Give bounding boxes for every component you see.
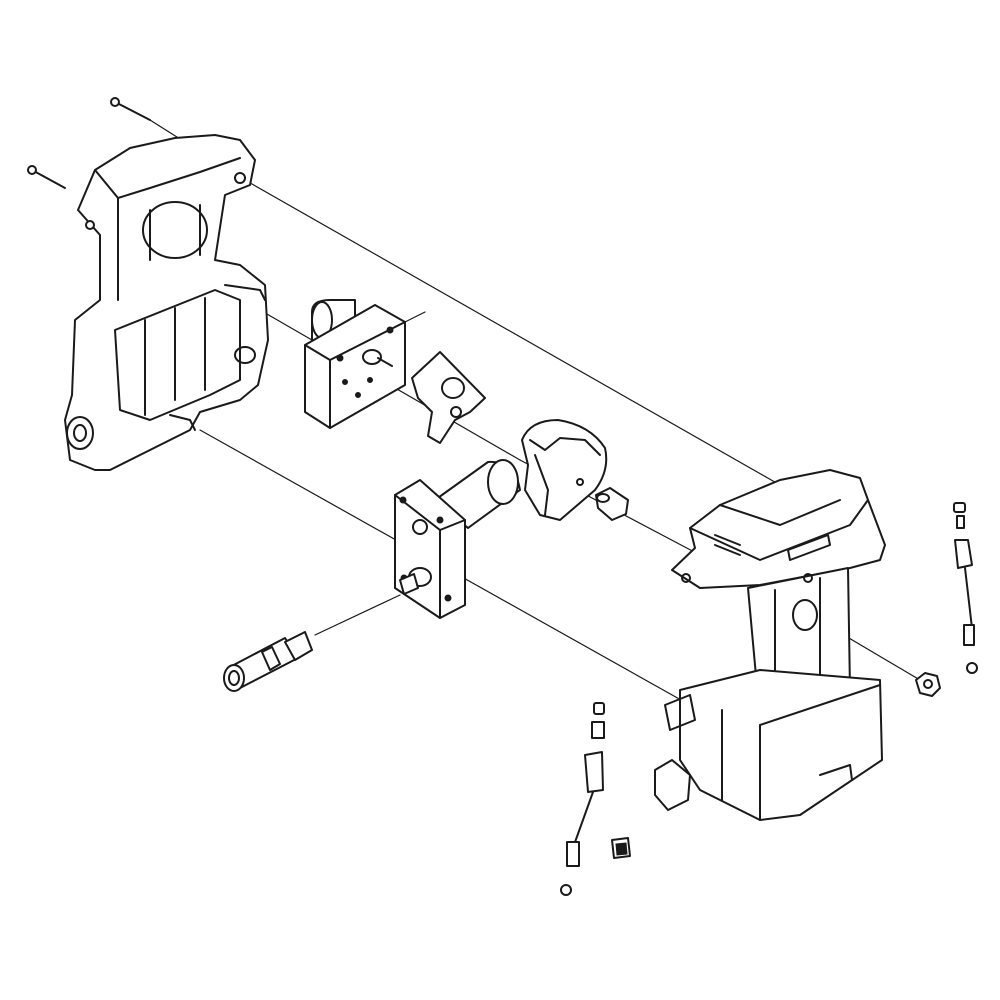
- right-housing-top-edge: [689, 499, 869, 561]
- cable-right-end: [966, 662, 978, 674]
- cable-right-fitting: [954, 539, 973, 569]
- hex-nut-body: [915, 672, 941, 697]
- actuator-arm-body: [521, 419, 608, 521]
- gear-motor-lower-screw-1: [399, 496, 407, 504]
- left-housing-top-rim: [94, 157, 241, 199]
- gear-motor-upper-shaft-boss: [362, 349, 382, 365]
- screw-lower-shaft: [31, 169, 66, 189]
- right-housing: [654, 469, 886, 821]
- left-housing-bore: [142, 201, 208, 259]
- right-housing-hole-2: [803, 573, 813, 583]
- cable-right-ferrule: [956, 515, 965, 529]
- shaft-coupler-collar: [261, 646, 281, 671]
- screw-lower: [27, 165, 66, 189]
- cable-lower: [560, 702, 605, 896]
- pivot-pin: [595, 487, 629, 521]
- gear-motor-upper-dot-3: [367, 377, 373, 383]
- left-housing-clip-upper: [224, 284, 266, 301]
- gear-motor-lower-hole: [412, 519, 428, 535]
- actuator-arm-spine: [534, 454, 549, 516]
- gear-motor-upper: [304, 299, 426, 429]
- right-housing-base-notch: [819, 764, 853, 781]
- cable-lower-ferrule: [591, 721, 605, 739]
- screw-upper-head: [110, 97, 120, 107]
- pivot-pin-body: [595, 487, 629, 521]
- left-housing-body: [64, 134, 269, 471]
- right-housing-bracket: [654, 759, 691, 811]
- gear-motor-upper-shaft: [377, 357, 393, 367]
- guide-line-coupler: [314, 594, 401, 636]
- left-housing-hole-1: [85, 220, 95, 230]
- left-housing-hole-2: [234, 172, 246, 184]
- gear-motor-lower-gearbox-edges: [394, 494, 466, 619]
- gear-motor-upper-screw-1: [336, 354, 344, 362]
- spring-clip-face: [615, 842, 628, 856]
- left-housing-port: [66, 416, 94, 450]
- gear-motor-upper-dot-1: [342, 379, 348, 385]
- screw-upper-shaft: [114, 101, 151, 121]
- cable-right-wire: [964, 567, 973, 629]
- left-housing-ribs-upper: [149, 204, 201, 261]
- cable-lower-sleeve: [566, 841, 580, 867]
- cable-lower-wire: [573, 791, 594, 846]
- left-housing-ribs-lower: [144, 297, 206, 416]
- guide-line-top: [244, 179, 781, 486]
- left-housing-cavity: [114, 289, 241, 421]
- shaft-coupler-end-inner: [228, 670, 240, 686]
- shaft-coupler: [223, 631, 313, 692]
- cable-right-cap: [953, 502, 966, 513]
- shaft-coupler-spline: [284, 631, 313, 661]
- actuator-arm-pivot: [576, 478, 584, 486]
- right-housing-clip: [664, 694, 696, 731]
- left-housing-tab: [169, 414, 196, 431]
- left-housing: [64, 134, 269, 471]
- gear-motor-lower-screw-4: [444, 594, 452, 602]
- cable-right-sleeve: [963, 624, 975, 646]
- right-housing-base-edges: [721, 684, 881, 821]
- cable-lower-end: [560, 884, 572, 896]
- right-housing-hole-1: [681, 573, 691, 583]
- gear-motor-upper-wire: [404, 311, 426, 323]
- cable-lower-fitting: [584, 751, 604, 793]
- hex-nut-hole: [923, 679, 933, 689]
- screw-lower-head: [27, 165, 37, 175]
- right-housing-vent: [714, 534, 741, 556]
- right-housing-top-ridge: [719, 499, 841, 526]
- gear-motor-lower-can-end: [487, 459, 519, 505]
- right-housing-base: [679, 669, 883, 821]
- right-housing-column-bore: [792, 599, 818, 631]
- hex-nut: [915, 672, 941, 697]
- left-housing-boss: [234, 346, 256, 364]
- screw-upper: [110, 97, 151, 121]
- cam-plate-hole: [441, 377, 465, 399]
- cable-lower-cap: [593, 702, 605, 715]
- left-housing-port-inner: [73, 424, 87, 442]
- gear-motor-lower: [394, 459, 521, 619]
- shaft-coupler-end: [223, 664, 245, 692]
- gear-motor-lower-shaft: [399, 573, 419, 595]
- right-housing-slot: [787, 534, 831, 561]
- spring-clip: [611, 837, 631, 859]
- pivot-pin-head: [596, 493, 610, 503]
- cable-right: [953, 502, 978, 674]
- gear-motor-upper-screw-2: [386, 326, 394, 334]
- cam-plate-small-hole: [450, 406, 462, 418]
- cam-plate: [411, 351, 486, 444]
- gear-motor-upper-dot-2: [355, 392, 361, 398]
- actuator-arm-ridge: [529, 437, 601, 456]
- gear-motor-upper-gearbox-edges: [304, 321, 406, 429]
- gear-motor-lower-screw-2: [436, 516, 444, 524]
- right-housing-top-cover: [671, 469, 886, 589]
- actuator-arm: [521, 419, 608, 521]
